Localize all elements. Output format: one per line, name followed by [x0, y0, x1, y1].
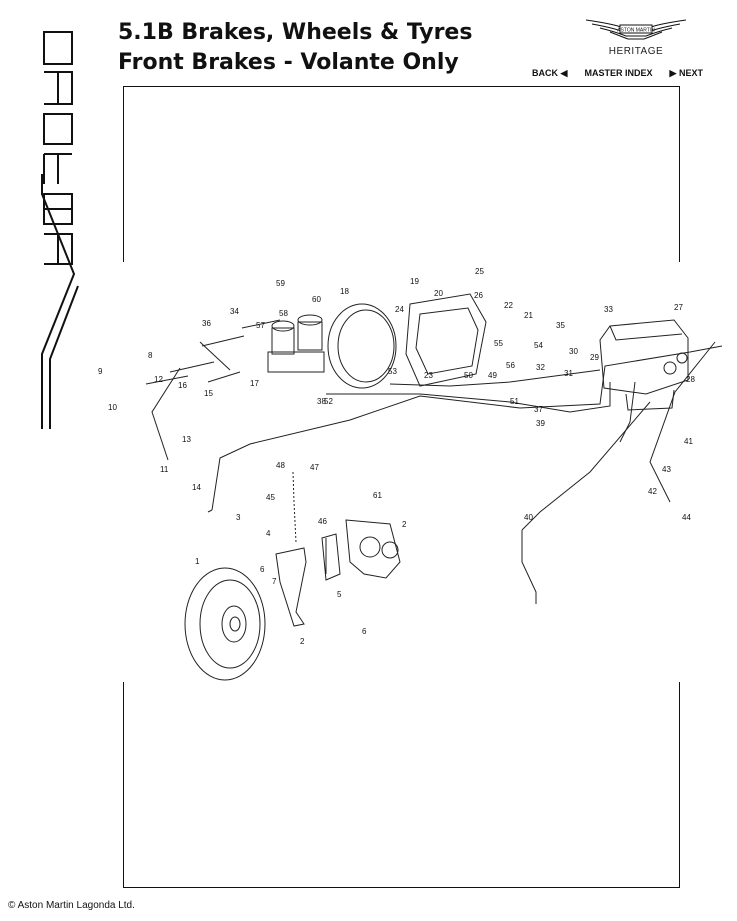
callout-28: 28 — [686, 375, 695, 384]
callout-52: 52 — [324, 397, 333, 406]
callout-36: 36 — [202, 319, 211, 328]
callout-24: 24 — [395, 305, 404, 314]
callout-38: 38 — [317, 397, 326, 406]
callout-18: 18 — [340, 287, 349, 296]
callout-13: 13 — [182, 435, 191, 444]
callout-2: 2 — [402, 520, 407, 529]
callout-57: 57 — [256, 321, 265, 330]
callout-44: 44 — [682, 513, 691, 522]
callout-34: 34 — [230, 307, 239, 316]
heritage-label: HERITAGE — [608, 46, 664, 57]
callout-10: 10 — [108, 403, 117, 412]
callout-29: 29 — [590, 353, 599, 362]
callout-1: 1 — [195, 557, 200, 566]
next-arrow-icon: ▶ — [669, 68, 677, 78]
callout-37: 37 — [534, 405, 543, 414]
callout-30: 30 — [569, 347, 578, 356]
callout-4: 4 — [266, 529, 271, 538]
back-arrow-icon: ◀ — [560, 68, 568, 78]
copyright: © Aston Martin Lagonda Ltd. — [8, 900, 135, 911]
callout-42: 42 — [648, 487, 657, 496]
callout-14: 14 — [192, 483, 201, 492]
callout-5: 5 — [337, 590, 342, 599]
callout-15: 15 — [204, 389, 213, 398]
callout-59: 59 — [276, 279, 285, 288]
callout-11: 11 — [160, 465, 169, 474]
callout-32: 32 — [536, 363, 545, 372]
callout-21: 21 — [524, 311, 533, 320]
next-link[interactable]: ▶ NEXT — [670, 68, 703, 79]
page-navigation: BACK ◀ MASTER INDEX ▶ NEXT — [532, 68, 703, 79]
diagram-frame — [123, 86, 680, 888]
brand-logo-text: ASTON MARTIN — [617, 28, 655, 34]
callout-9: 9 — [98, 367, 103, 376]
callout-46: 46 — [318, 517, 327, 526]
callout-26: 26 — [474, 291, 483, 300]
callout-12: 12 — [154, 375, 163, 384]
callout-22: 22 — [504, 301, 513, 310]
master-index-link[interactable]: MASTER INDEX — [584, 68, 653, 78]
callout-56: 56 — [506, 361, 515, 370]
callout-20: 20 — [434, 289, 443, 298]
callout-55: 55 — [494, 339, 503, 348]
callout-3: 3 — [236, 513, 241, 522]
callout-7: 7 — [272, 577, 277, 586]
callout-58: 58 — [279, 309, 288, 318]
next-label: NEXT — [678, 68, 703, 78]
callout-23: 23 — [424, 371, 433, 380]
callout-43: 43 — [662, 465, 671, 474]
callout-41: 41 — [684, 437, 693, 446]
callout-54: 54 — [534, 341, 543, 350]
callout-39: 39 — [536, 419, 545, 428]
callout-51: 51 — [510, 397, 519, 406]
virage-side-logo — [34, 24, 80, 434]
callout-50: 50 — [464, 371, 473, 380]
callout-31: 31 — [564, 369, 573, 378]
aston-martin-brand: ASTON MARTIN HERITAGE — [584, 14, 688, 57]
title-line-1: 5.1B Brakes, Wheels & Tyres — [118, 20, 473, 45]
callout-48: 48 — [276, 461, 285, 470]
callout-35: 35 — [556, 321, 565, 330]
callout-47: 47 — [310, 463, 319, 472]
callout-6: 6 — [260, 565, 265, 574]
callout-8: 8 — [148, 351, 153, 360]
callout-49: 49 — [488, 371, 497, 380]
callout-6: 6 — [362, 627, 367, 636]
callout-27: 27 — [674, 303, 683, 312]
callout-61: 61 — [373, 491, 382, 500]
title-line-2: Front Brakes - Volante Only — [118, 50, 459, 75]
callout-2: 2 — [300, 637, 305, 646]
callout-17: 17 — [250, 379, 259, 388]
callout-25: 25 — [475, 267, 484, 276]
callout-16: 16 — [178, 381, 187, 390]
callout-45: 45 — [266, 493, 275, 502]
aston-martin-wings-icon: ASTON MARTIN — [585, 19, 687, 40]
callout-40: 40 — [524, 513, 533, 522]
callout-53: 53 — [388, 367, 397, 376]
callout-60: 60 — [312, 295, 321, 304]
back-link[interactable]: BACK ◀ — [532, 68, 567, 79]
back-label: BACK — [532, 68, 558, 78]
callout-19: 19 — [410, 277, 419, 286]
callout-33: 33 — [604, 305, 613, 314]
page-title: 5.1B Brakes, Wheels & Tyres Front Brakes… — [118, 18, 472, 78]
